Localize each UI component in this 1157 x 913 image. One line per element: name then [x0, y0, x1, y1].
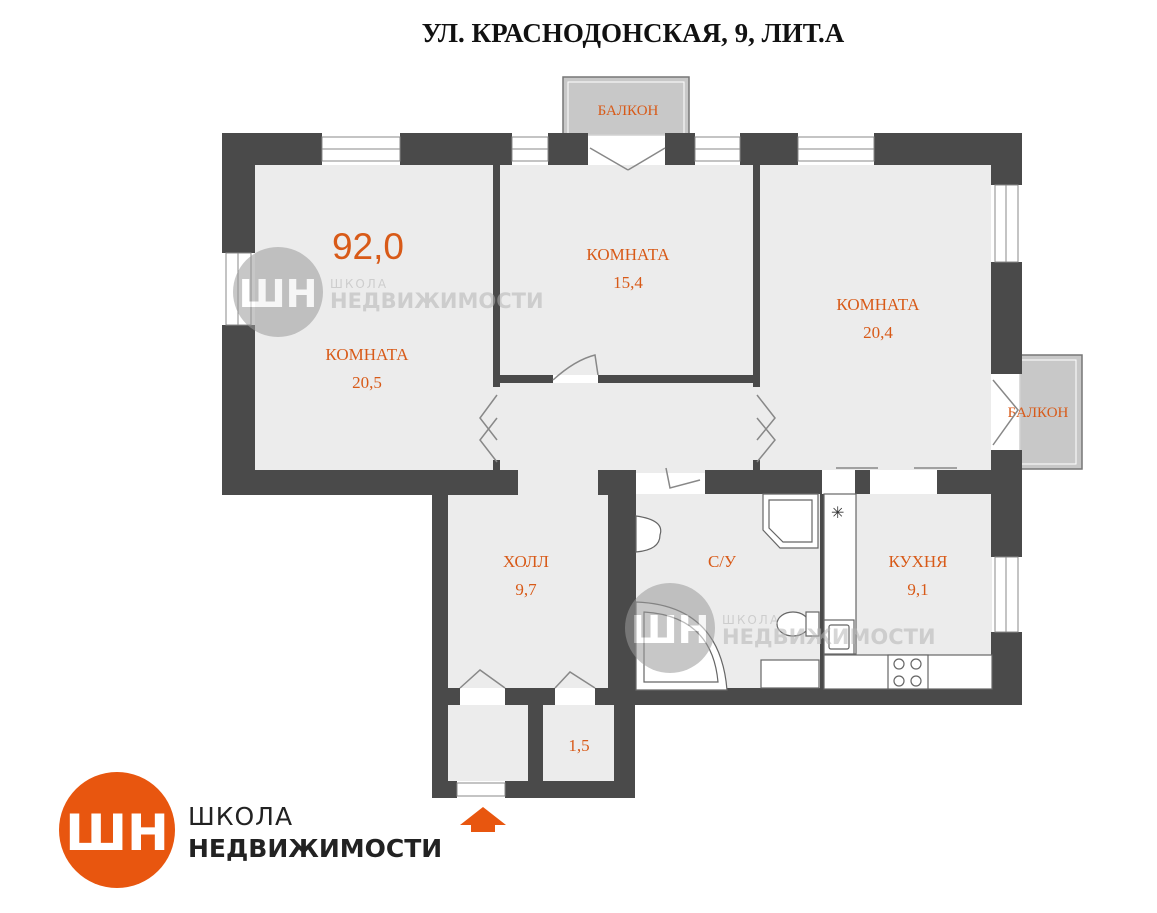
svg-text:✳: ✳ [831, 503, 844, 522]
sink-icon [823, 619, 855, 655]
svg-text:ШН: ШН [631, 608, 710, 652]
closet-area: 1,5 [568, 736, 589, 755]
doors [459, 147, 1019, 689]
entrance-arrow-icon [460, 807, 506, 832]
balcony-right: БАЛКОН [1008, 354, 1083, 470]
kitchen-label: КУХНЯ [889, 552, 948, 571]
room-mid-label: КОМНАТА [586, 245, 670, 264]
brand-logo: ШН ШКОЛА НЕДВИЖИМОСТИ [59, 772, 442, 888]
svg-text:ШН: ШН [65, 804, 169, 862]
room-left-label: КОМНАТА [325, 345, 409, 364]
watermark-2-line2: НЕДВИЖИМОСТИ [722, 625, 936, 649]
bathroom-label: С/У [708, 552, 737, 571]
total-area: 92,0 [332, 226, 404, 267]
balcony-right-label: БАЛКОН [1008, 405, 1069, 421]
ventilation-icon: ✳ [831, 503, 844, 522]
watermark-1-line2: НЕДВИЖИМОСТИ [330, 289, 544, 313]
watermark-2: ШН ШКОЛА НЕДВИЖИМОСТИ [625, 583, 936, 673]
room-mid-area: 15,4 [613, 273, 643, 292]
balcony-top: БАЛКОН [562, 76, 690, 136]
plan-title: УЛ. КРАСНОДОНСКАЯ, 9, ЛИТ.А [422, 18, 845, 48]
svg-text:ШН: ШН [239, 272, 318, 316]
logo-line2: НЕДВИЖИМОСТИ [188, 834, 442, 863]
watermark-2-line1: ШКОЛА [722, 613, 780, 627]
room-right-label: КОМНАТА [836, 295, 920, 314]
logo-line1: ШКОЛА [188, 802, 293, 831]
walls [222, 133, 1022, 798]
balcony-top-label: БАЛКОН [598, 103, 659, 119]
watermark-1-line1: ШКОЛА [330, 277, 388, 291]
kitchen-area: 9,1 [907, 580, 928, 599]
sink-icon [635, 515, 662, 553]
stove-icon [887, 654, 929, 690]
shower-icon [762, 493, 819, 549]
room-left-area: 20,5 [352, 373, 382, 392]
watermark-1: ШН ШКОЛА НЕДВИЖИМОСТИ [233, 247, 544, 337]
kitchen-fixtures: ✳ [760, 493, 993, 690]
room-right-area: 20,4 [863, 323, 893, 342]
hall-label: ХОЛЛ [503, 552, 549, 571]
toilet-icon [776, 611, 820, 637]
hall-area: 9,7 [515, 580, 537, 599]
